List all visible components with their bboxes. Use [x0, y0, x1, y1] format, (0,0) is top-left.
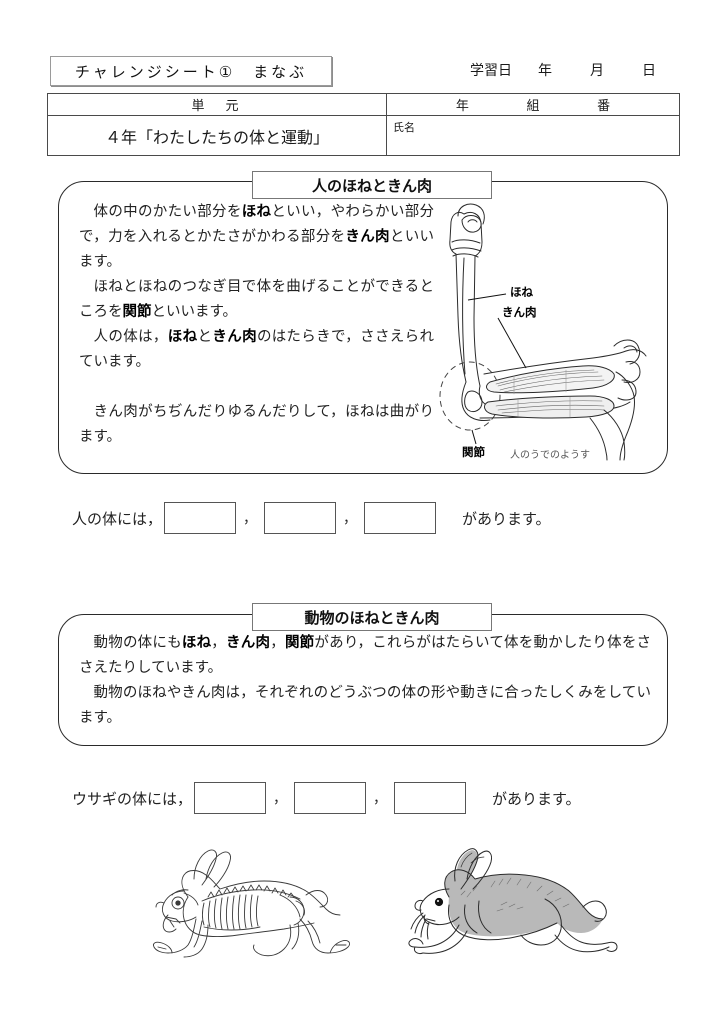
- header-class: 組: [526, 98, 540, 113]
- header-grade: 年: [455, 98, 469, 113]
- body-run: 動物の体にも: [93, 635, 182, 651]
- rabbit-skeleton-svg: [153, 849, 351, 958]
- info-table-body-row: ４年「わたしたちの体と運動」 氏名: [48, 116, 679, 156]
- body-run: のはたらきで，ささえられています。: [79, 329, 435, 370]
- body-run: ，: [270, 635, 285, 651]
- answer-box-rabbit-1[interactable]: [194, 782, 267, 814]
- answer-line-rabbit: ウサギの体には， ， ， があります。: [72, 782, 581, 814]
- date-unit-month: 月: [590, 62, 604, 78]
- unit-header-cell: 単 元: [48, 94, 387, 116]
- unit-value-cell: ４年「わたしたちの体と運動」: [48, 116, 387, 156]
- paragraph-spacer: [79, 375, 434, 400]
- section2-content-box: 動物の体にもほね，きん肉，関節があり，これらがはたらいて体を動かしたり体をささえ…: [58, 614, 668, 746]
- class-header-cell: 年 組 番: [387, 94, 679, 116]
- section2-banner: 動物のほねときん肉: [252, 603, 492, 631]
- section2-text: 動物の体にもほね，きん肉，関節があり，これらがはたらいて体を動かしたり体をささえ…: [79, 631, 651, 731]
- answer-box-human-1[interactable]: [164, 502, 237, 534]
- answer-box-rabbit-2[interactable]: [294, 782, 367, 814]
- name-field-cell[interactable]: 氏名: [387, 116, 679, 156]
- answer-line-human: 人の体には， ， ， があります。: [72, 502, 551, 534]
- date-unit-year: 年: [538, 62, 552, 78]
- study-date-label: 学習日: [470, 62, 512, 78]
- study-date-area: 学習日 年 月 日: [470, 57, 700, 83]
- section2-banner-text: 動物のほねときん肉: [304, 609, 440, 627]
- answer-separator-3: ，: [273, 792, 288, 807]
- sheet-title-box: チャレンジシート① まなぶ: [50, 56, 332, 86]
- body-run: があり，これらがはたらいて体を動かしたり体をささえたりしています。: [79, 635, 652, 676]
- label-joint: 関節: [462, 447, 485, 459]
- answer-lead-human: 人の体には，: [72, 511, 163, 528]
- answer-separator-2: ，: [343, 512, 358, 527]
- info-table: 単 元 年 組 番 ４年「わたしたちの体と運動」 氏名: [47, 93, 680, 156]
- info-table-header-row: 単 元 年 組 番: [48, 94, 679, 116]
- answer-box-human-3[interactable]: [364, 502, 437, 534]
- body-run: 体の中のかたい部分を: [93, 204, 242, 220]
- label-bone: ほね: [510, 287, 533, 299]
- section1-paragraph-4: きん肉がちぢんだりゆるんだりして，ほねは曲がります。: [79, 400, 434, 450]
- answer-lead-rabbit: ウサギの体には，: [72, 791, 193, 808]
- arm-leader-lines: [467, 293, 527, 445]
- section1-paragraph-2: ほねとほねのつなぎ目で体を曲げることができるところを関節といいます。: [79, 275, 434, 325]
- key-term: ほね: [181, 635, 212, 651]
- header-number: 番: [597, 98, 611, 113]
- date-unit-day: 日: [642, 62, 656, 78]
- body-run: と: [197, 329, 213, 345]
- section1-banner: 人のほねときん肉: [252, 171, 492, 199]
- body-run: ほねとほねのつなぎ目で体を曲げることができるところを: [79, 279, 434, 320]
- rabbit-muscle-svg: [408, 848, 618, 954]
- body-run: といい，やわらかい部分で，力を入れるとかたさがかわる部分を: [79, 204, 435, 245]
- answer-separator-1: ，: [243, 512, 258, 527]
- key-term: ほね: [241, 204, 272, 220]
- body-run: きん肉がちぢんだりゆるんだりして，ほねは曲がります。: [79, 404, 434, 445]
- rabbit-skeleton-figure: [150, 845, 360, 965]
- body-run: ，: [211, 635, 227, 651]
- key-term: 関節: [284, 635, 315, 651]
- answer-separator-4: ，: [373, 792, 388, 807]
- section1-paragraph-1: 体の中のかたい部分をほねといい，やわらかい部分で，力を入れるとかたさがかわる部分…: [79, 200, 434, 275]
- body-run: といいます。: [79, 229, 435, 270]
- key-term: きん肉: [345, 229, 390, 245]
- sheet-title-text: チャレンジシート① まなぶ: [74, 63, 308, 81]
- key-term: 関節: [122, 304, 152, 320]
- answer-tail-rabbit: があります。: [492, 791, 581, 808]
- arm-illustration-svg: [439, 203, 647, 461]
- key-term: ほね: [167, 329, 198, 345]
- section2-paragraph-2: 動物のほねやきん肉は，それぞれのどうぶつの体の形や動きに合ったしくみをしています…: [79, 681, 651, 731]
- rabbit-muscle-figure: [405, 845, 625, 965]
- answer-box-human-2[interactable]: [264, 502, 337, 534]
- answer-box-rabbit-3[interactable]: [394, 782, 467, 814]
- body-run: といいます。: [151, 304, 238, 320]
- section1-content-box: 体の中のかたい部分をほねといい，やわらかい部分で，力を入れるとかたさがかわる部分…: [58, 181, 668, 474]
- label-muscle: きん肉: [502, 307, 537, 319]
- arm-figure-caption: 人のうでのようす: [510, 450, 590, 461]
- section1-paragraph-3: 人の体は，ほねときん肉のはたらきで，ささえられています。: [79, 325, 434, 375]
- human-arm-figure: ほね きん肉 関節 人のうでのようす: [418, 196, 653, 461]
- key-term: きん肉: [212, 329, 257, 345]
- section1-banner-text: 人のほねときん肉: [311, 177, 432, 195]
- body-run: 動物のほねやきん肉は，それぞれのどうぶつの体の形や動きに合ったしくみをしています…: [79, 685, 651, 726]
- section1-text: 体の中のかたい部分をほねといい，やわらかい部分で，力を入れるとかたさがかわる部分…: [79, 200, 434, 450]
- name-label: 氏名: [393, 122, 415, 134]
- section2-paragraph-1: 動物の体にもほね，きん肉，関節があり，これらがはたらいて体を動かしたり体をささえ…: [79, 631, 651, 681]
- key-term: きん肉: [226, 635, 271, 651]
- answer-tail-human: があります。: [462, 511, 551, 528]
- body-run: 人の体は，: [93, 329, 168, 345]
